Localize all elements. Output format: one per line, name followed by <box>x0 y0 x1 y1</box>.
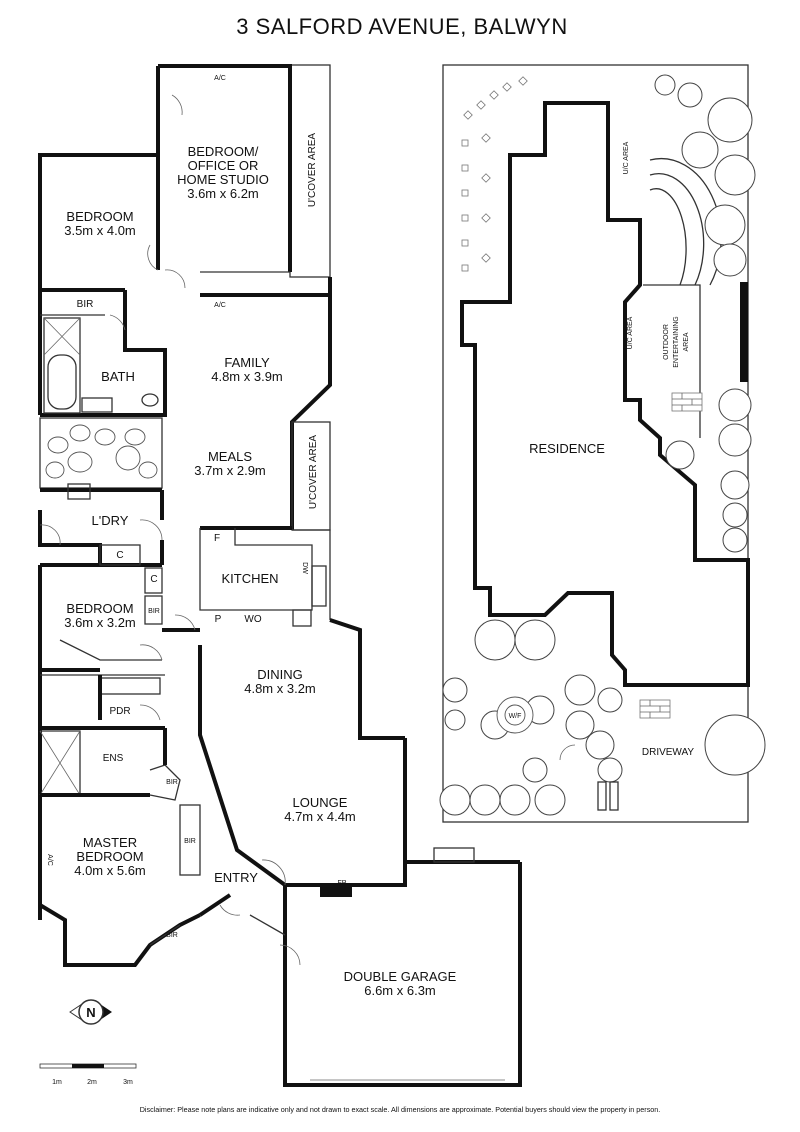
label-p: P <box>215 614 222 625</box>
label-ac-2: A/C <box>214 302 226 309</box>
site-residence-label: RESIDENCE <box>529 441 605 456</box>
scale-label-1m: 1m <box>52 1079 62 1086</box>
room-meals-dims: 3.7m x 2.9m <box>194 463 266 478</box>
plan-title: 3 SALFORD AVENUE, BALWYN <box>236 14 568 39</box>
room-meals-label: MEALS <box>208 449 252 464</box>
room-bedroom-office-label-2: OFFICE OR <box>188 158 259 173</box>
label-bir-5: BIR <box>166 932 178 939</box>
room-entry-label: ENTRY <box>214 870 258 885</box>
label-fp: FP <box>338 880 347 887</box>
label-bir-3: BIR <box>166 779 178 786</box>
label-ucover-2: U'COVER AREA <box>308 435 319 509</box>
north-arrow-label: N <box>86 1005 95 1020</box>
room-bedroom1-dims: 3.5m x 4.0m <box>64 223 136 238</box>
label-wo: WO <box>244 614 261 625</box>
site-uc-area-1: U/C AREA <box>623 141 630 174</box>
scale-bar: 1m 2m 3m <box>39 1063 137 1086</box>
scale-label-3m: 3m <box>123 1079 133 1086</box>
label-ac-3: A/C <box>46 854 53 866</box>
garden-trees-icon <box>439 74 766 816</box>
site-outdoor-label-1: OUTDOOR <box>663 324 670 360</box>
house-floor-plan <box>38 64 522 1087</box>
room-kitchen-label: KITCHEN <box>221 571 278 586</box>
site-plan <box>439 64 766 823</box>
site-uc-area-2: U/C AREA <box>627 316 634 349</box>
room-pdr-label: PDR <box>109 706 130 717</box>
label-bir-4: BIR <box>184 838 196 845</box>
room-master-dims: 4.0m x 5.6m <box>74 863 146 878</box>
label-bir-2: BIR <box>148 608 160 615</box>
room-ens-label: ENS <box>103 753 124 764</box>
scale-label-2m: 2m <box>87 1079 97 1086</box>
room-bedroom1-label: BEDROOM <box>66 209 133 224</box>
disclaimer-text: Disclaimer: Please note plans are indica… <box>140 1105 661 1114</box>
north-arrow-icon: N <box>69 999 112 1025</box>
courtyard-plants-icon <box>45 424 158 479</box>
label-dw: DW <box>301 562 308 574</box>
label-ucover-1: U'COVER AREA <box>307 133 318 207</box>
room-family-label: FAMILY <box>224 355 270 370</box>
room-dining-dims: 4.8m x 3.2m <box>244 681 316 696</box>
room-bedroom-office-dims: 3.6m x 6.2m <box>187 186 259 201</box>
label-ac-1: A/C <box>214 75 226 82</box>
site-driveway-label: DRIVEWAY <box>642 747 695 758</box>
site-wf-label: W/F <box>509 713 522 720</box>
room-bedroom2-label: BEDROOM <box>66 601 133 616</box>
room-master-label-1: MASTER <box>83 835 137 850</box>
site-outdoor-label-3: AREA <box>683 332 690 351</box>
room-lounge-dims: 4.7m x 4.4m <box>284 809 356 824</box>
room-dining-label: DINING <box>257 667 303 682</box>
label-c-2: C <box>150 574 157 585</box>
site-outdoor-label-2: ENTERTAINING <box>673 316 680 367</box>
room-lounge-label: LOUNGE <box>293 795 348 810</box>
room-bedroom-office-label-1: BEDROOM/ <box>188 144 259 159</box>
stepping-stones-icon <box>461 76 528 272</box>
room-bedroom-office-label-3: HOME STUDIO <box>177 172 269 187</box>
label-bir-1: BIR <box>77 299 94 310</box>
room-family-dims: 4.8m x 3.9m <box>211 369 283 384</box>
room-bath-label: BATH <box>101 369 135 384</box>
room-garage-dims: 6.6m x 6.3m <box>364 983 436 998</box>
room-bedroom2-dims: 3.6m x 3.2m <box>64 615 136 630</box>
room-garage-label: DOUBLE GARAGE <box>344 969 457 984</box>
room-ldry-label: L'DRY <box>92 513 129 528</box>
label-c-1: C <box>116 550 123 561</box>
room-master-label-2: BEDROOM <box>76 849 143 864</box>
label-f: F <box>214 533 220 544</box>
paving-icon <box>639 392 703 719</box>
